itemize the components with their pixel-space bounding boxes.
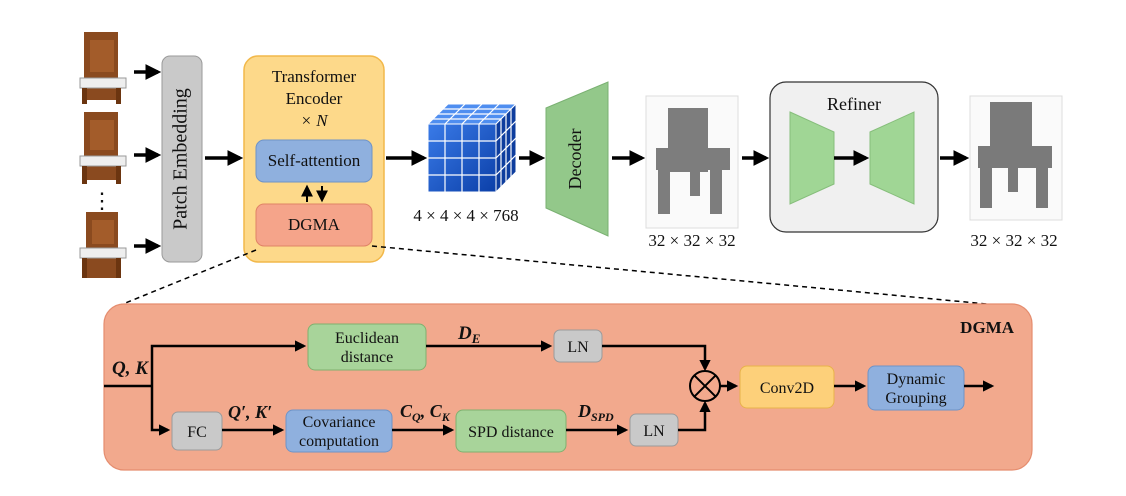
input-chair-image-3 <box>79 212 127 278</box>
qk-input-label: Q, K <box>112 358 149 379</box>
transformer-encoder-repeat: × N <box>300 111 329 130</box>
qk-prime-label: Q′, K′ <box>228 402 272 422</box>
spd-distance-label: SPD distance <box>468 424 554 441</box>
arrow-input-to-euclidean <box>150 340 307 386</box>
feature-dims-label: 4 × 4 × 4 × 768 <box>413 206 518 225</box>
decoder-block <box>545 81 609 237</box>
input-chair-image-1 <box>79 32 127 104</box>
arrow-input-to-fc <box>150 386 171 436</box>
input-chair-image-2 <box>79 112 127 184</box>
coarse-voxel-chair-shape <box>656 108 730 214</box>
zoom-line-right <box>371 245 1009 307</box>
covariance-label-line1: Covariance <box>303 414 376 431</box>
fc-label: FC <box>187 424 207 441</box>
euclidean-label-line2: distance <box>341 349 393 366</box>
self-attention-label: Self-attention <box>268 151 361 170</box>
euclidean-label-line1: Euclidean <box>335 330 399 347</box>
refined-voxel-chair-shape <box>978 102 1052 208</box>
transformer-encoder-line1: Transformer <box>272 67 357 86</box>
dgma-small-block <box>255 203 373 247</box>
zoom-line-left <box>117 249 257 307</box>
cq-ck-label: CQ, CK <box>400 401 451 424</box>
decoder-label: Decoder <box>565 129 585 190</box>
covariance-label-line2: computation <box>299 433 379 450</box>
refiner-label: Refiner <box>827 94 881 114</box>
refiner-encoder-shape <box>789 111 835 205</box>
dynamic-grouping-block <box>867 365 965 411</box>
arrow-ln-top-to-multiply <box>602 344 711 372</box>
ln-bottom-label: LN <box>643 423 665 440</box>
decoder-output-dims: 32 × 32 × 32 <box>648 231 735 250</box>
dgma-panel-title: DGMA <box>960 318 1015 337</box>
conv2d-label: Conv2D <box>760 380 814 397</box>
ellipsis-dots: ⋮ <box>91 188 113 213</box>
patch-embedding-label: Patch Embedding <box>170 88 192 230</box>
patch-embedding-block <box>161 55 203 263</box>
feature-cube <box>426 102 518 194</box>
dynamic-grouping-line2: Grouping <box>885 390 946 407</box>
ln-top-label: LN <box>567 339 589 356</box>
self-attention-block <box>255 139 373 183</box>
arrow-ln-bottom-to-multiply <box>678 400 711 432</box>
dynamic-grouping-line1: Dynamic <box>887 371 946 388</box>
refiner-decoder-shape <box>869 111 915 205</box>
refiner-output-dims: 32 × 32 × 32 <box>970 231 1057 250</box>
dgma-small-label: DGMA <box>288 215 341 234</box>
dspd-label: DSPD <box>577 401 614 424</box>
de-label: DE <box>457 323 481 346</box>
transformer-encoder-line2: Encoder <box>286 89 343 108</box>
